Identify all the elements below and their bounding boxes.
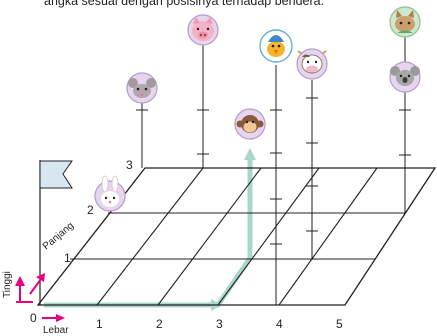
pig-token <box>187 14 219 46</box>
length-tick-label: 2 <box>87 203 94 217</box>
grid-column-line <box>157 167 262 306</box>
grid-column-line <box>96 167 204 306</box>
width-axis-label: Lebar <box>43 325 69 336</box>
length-tick-label: 3 <box>126 158 133 172</box>
grid-column-line <box>217 167 320 306</box>
caption-text: angka sesuai dengan posisinya terhadap b… <box>44 0 325 8</box>
pole-mouse <box>136 103 148 168</box>
monkey-token <box>234 108 266 140</box>
grid-border <box>36 167 437 306</box>
cat-token <box>389 6 421 38</box>
mouse-token <box>126 72 158 104</box>
origin-label: 0 <box>30 311 37 325</box>
width-tick-label: 3 <box>216 317 223 331</box>
bird-token <box>259 29 293 63</box>
width-tick-label: 5 <box>336 317 343 331</box>
length-axis-label: Panjang <box>41 220 76 252</box>
route-arrowhead-up <box>244 148 256 160</box>
width-tick-label: 4 <box>276 317 283 331</box>
height-axis-label: Tinggi <box>2 271 13 298</box>
pole-pig <box>197 44 209 168</box>
height-axis-arrow <box>15 276 33 303</box>
koala-token <box>389 61 421 93</box>
length-axis-arrow <box>29 273 45 295</box>
pole-bird <box>270 65 282 305</box>
pole-cow <box>306 80 318 260</box>
width-tick-label: 2 <box>156 317 163 331</box>
width-axis-arrow <box>42 314 65 322</box>
cow-token <box>296 48 328 80</box>
pole-koala <box>399 92 411 214</box>
rabbit-token <box>94 175 126 212</box>
width-tick-label: 1 <box>96 317 103 331</box>
length-tick-label: 1 <box>64 251 71 265</box>
grid-column-line <box>278 167 378 306</box>
